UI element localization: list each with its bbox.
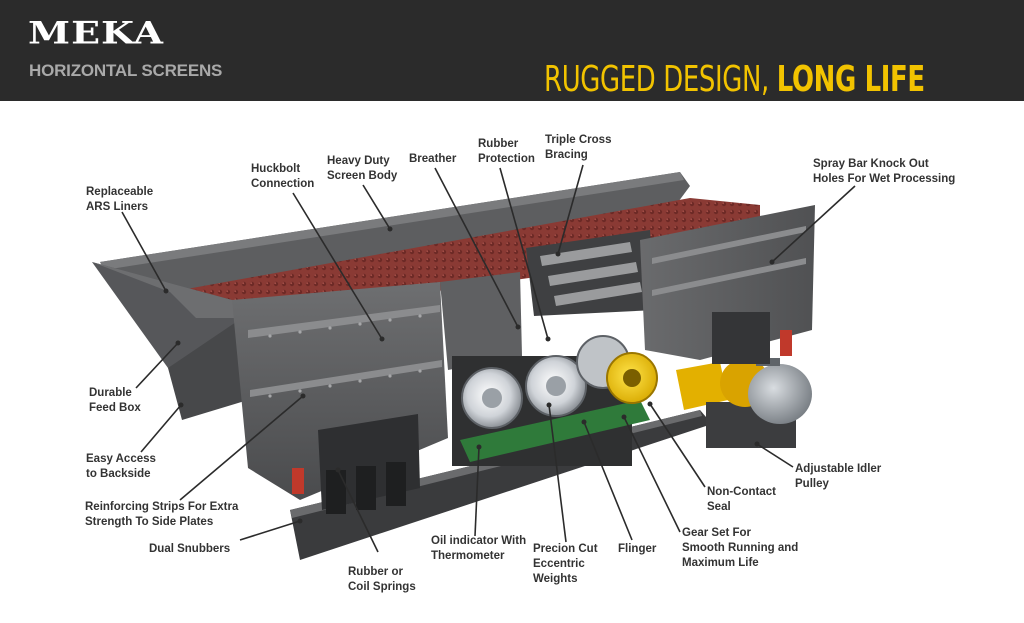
callout-eccentric-weights: Precion Cut Eccentric Weights [533, 543, 598, 585]
callout-adjustable-idler-pulley: Adjustable Idler Pulley [795, 463, 882, 490]
callout-gear-set: Gear Set For Smooth Running and Maximum … [682, 527, 799, 569]
callout-reinforcing-strips: Reinforcing Strips For Extra Strength To… [85, 501, 239, 528]
callout-heavy-duty-screen-body: Heavy Duty Screen Body [327, 155, 398, 182]
callout-easy-access: Easy Access to Backside [86, 453, 156, 480]
callout-replaceable-ars-liners: Replaceable ARS Liners [86, 186, 154, 213]
callout-dual-snubbers: Dual Snubbers [149, 543, 231, 555]
callout-leaders [121, 164, 856, 553]
callout-breather: Breather [409, 153, 457, 165]
callout-spray-bar-holes: Spray Bar Knock Out Holes For Wet Proces… [813, 158, 956, 185]
leader-dots [163, 226, 775, 524]
header-band: MEKA HORIZONTAL SCREENS RUGGED DESIGN, L… [0, 0, 1024, 101]
tagline-bold: LONG LIFE [777, 59, 925, 100]
callout-triple-cross-bracing: Triple Cross Bracing [545, 134, 612, 161]
callout-springs: Rubber or Coil Springs [348, 566, 416, 593]
brand-logo: MEKA [28, 14, 164, 51]
springs-and-snubbers [292, 312, 792, 514]
machine-illustration [92, 164, 856, 560]
drive-assembly [452, 335, 658, 466]
callout-non-contact-seal: Non-Contact Seal [707, 486, 776, 513]
tagline: RUGGED DESIGN, LONG LIFE [544, 60, 925, 100]
idler-and-motor [676, 358, 812, 448]
tagline-light: RUGGED DESIGN, [544, 59, 778, 100]
product-subtitle: HORIZONTAL SCREENS [29, 61, 223, 80]
callout-flinger: Flinger [618, 543, 657, 555]
callout-rubber-protection: Rubber Protection [478, 138, 535, 165]
callout-huckbolt-connection: Huckbolt Connection [251, 163, 315, 190]
callout-durable-feed-box: Durable Feed Box [89, 387, 141, 414]
callout-oil-indicator: Oil indicator With Thermometer [431, 535, 527, 562]
